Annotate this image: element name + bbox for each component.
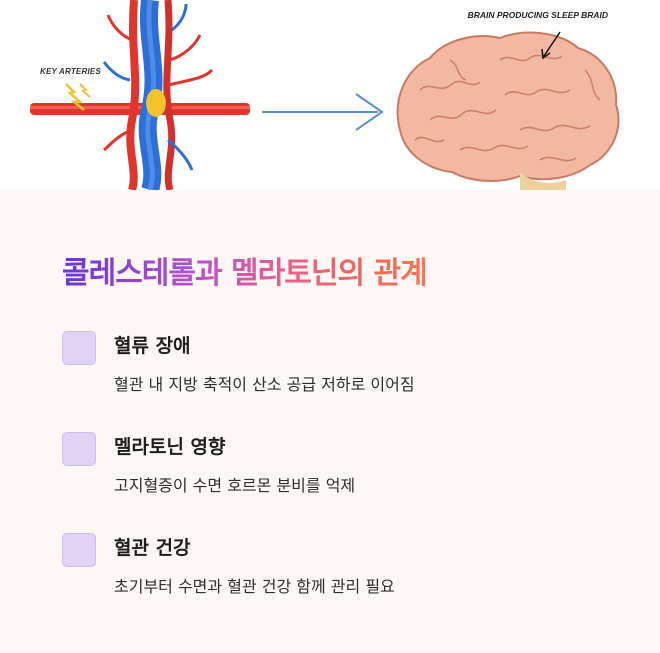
checkbox-icon[interactable]	[62, 432, 96, 466]
brain-stem	[520, 172, 566, 190]
checkbox-icon[interactable]	[62, 533, 96, 567]
lightning-bolt-icon	[65, 83, 85, 111]
illustration-panel: KEY ARTERIES BRAIN PRODUCING SLEEP BRAID	[0, 0, 660, 190]
item-heading: 멜라토닌 영향	[114, 436, 226, 458]
right-vertical-artery	[163, 0, 176, 190]
left-vertical-artery	[126, 0, 140, 190]
brain-label: BRAIN PRODUCING SLEEP BRAID	[467, 10, 608, 20]
brain-icon	[396, 31, 620, 182]
item-heading: 혈류 장애	[114, 335, 191, 357]
item-description: 혈관 내 지방 축적이 산소 공급 저하로 이어짐	[114, 375, 415, 394]
vessels-and-brain-illustration	[30, 0, 620, 190]
item-heading: 혈관 건강	[114, 537, 191, 559]
page-title: 콜레스테롤과 멜라토닌의 관계	[62, 248, 428, 292]
key-arteries-label: KEY ARTERIES	[40, 67, 101, 76]
checkbox-icon[interactable]	[62, 331, 96, 365]
item-description: 고지혈증이 수면 호르몬 분비를 억제	[114, 476, 356, 495]
item-description: 초기부터 수면과 혈관 건강 함께 관리 필요	[114, 577, 395, 596]
plaque-highlight	[146, 89, 166, 117]
pointer-arrow	[543, 31, 561, 57]
content-panel: 콜레스테롤과 멜라토닌의 관계 혈류 장애 혈관 내 지방 축적이 산소 공급 …	[0, 190, 660, 653]
